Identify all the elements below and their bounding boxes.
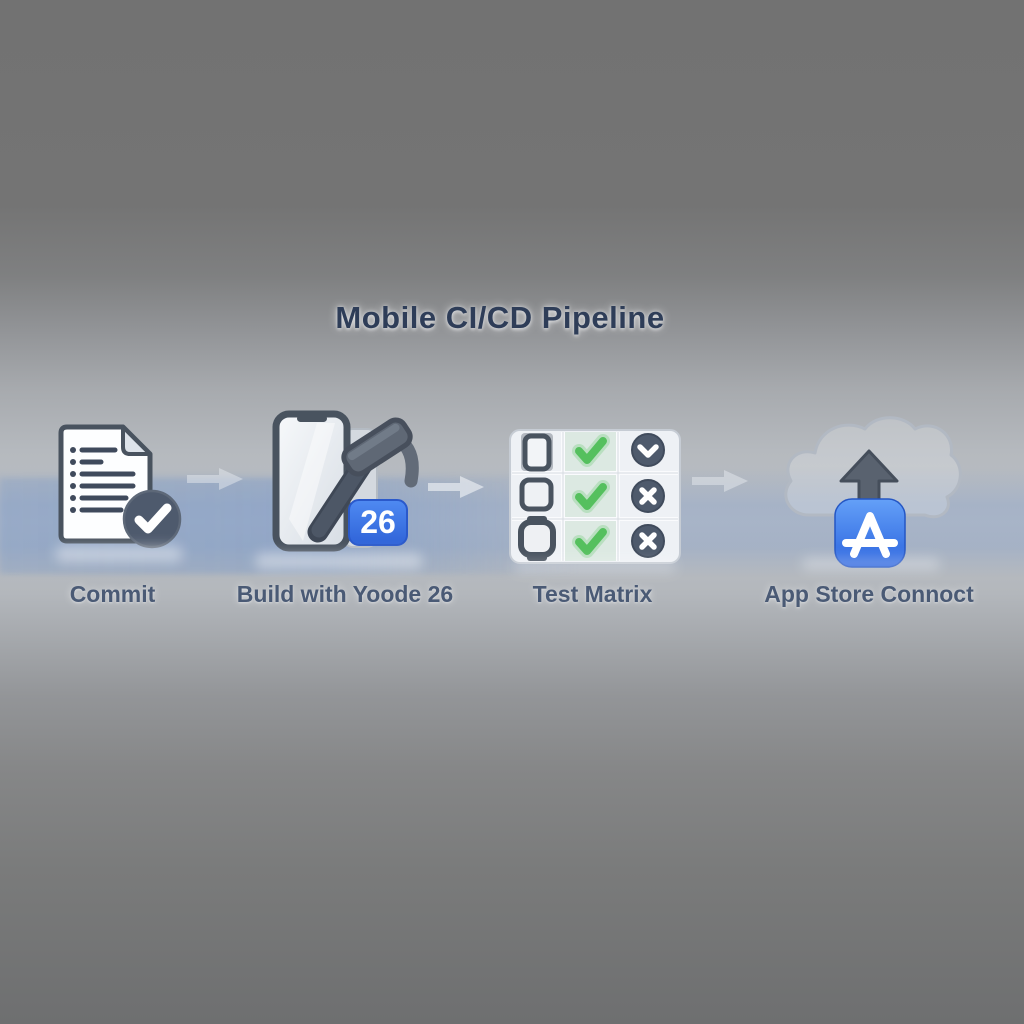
icon-shadow: [514, 561, 676, 572]
stage-label-commit: Commit: [69, 581, 156, 607]
icon-shadow: [255, 553, 423, 569]
chevron-circle-icon: [631, 433, 665, 467]
document-checklist-check-icon: [58, 424, 182, 549]
icon-shadow: [55, 546, 183, 562]
diagram-title: Mobile CI/CD Pipeline: [335, 300, 665, 335]
band-watch-icon: [518, 516, 556, 561]
device-test-matrix-icon: [509, 429, 681, 564]
stage-label-deploy: App Store Connoct: [764, 581, 974, 607]
stage-label-test: Test Matrix: [532, 581, 653, 607]
green-check-icon: [572, 434, 610, 558]
appstore-icon: [834, 498, 906, 568]
right-arrow-icon: [692, 470, 748, 492]
version-badge: 26: [348, 499, 408, 546]
version-badge-text: 26: [360, 504, 396, 540]
cloud-upload-appstore-icon: [784, 416, 962, 568]
phone-hammer-icon: 26: [272, 410, 419, 552]
stage-label-build: Build with Yoode 26: [236, 581, 454, 607]
icon-shadow: [802, 558, 940, 570]
right-arrow-icon: [428, 476, 484, 498]
phone-icon: [522, 433, 552, 472]
square-watch-icon: [519, 477, 554, 512]
right-arrow-icon: [187, 468, 243, 490]
